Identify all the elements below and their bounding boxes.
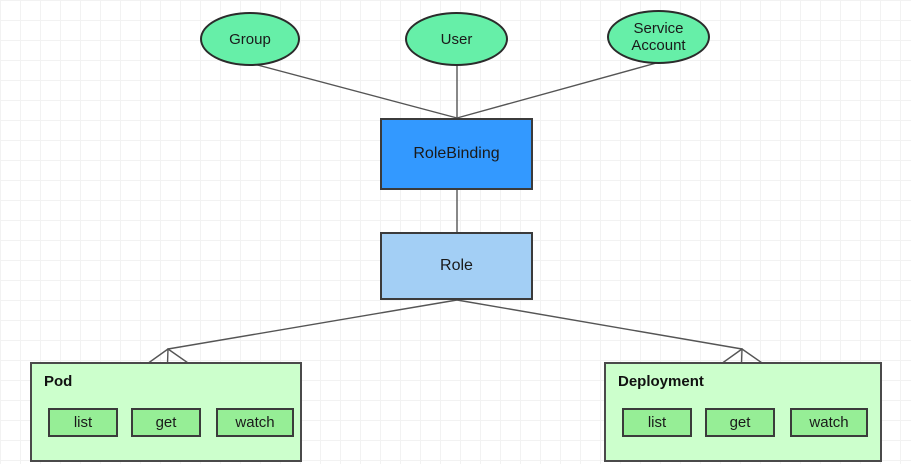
node-rolebinding[interactable]: RoleBinding [380,118,533,190]
verb-pod-get[interactable]: get [131,408,201,437]
verb-deployment-get-label: get [729,414,751,431]
verb-deployment-watch[interactable]: watch [790,408,868,437]
verb-pod-get-label: get [155,414,177,431]
node-user[interactable]: User [405,12,508,66]
node-rolebinding-label: RoleBinding [413,145,500,162]
node-role[interactable]: Role [380,232,533,300]
node-deployment-container[interactable]: Deployment list get watch [604,362,882,462]
verb-pod-list[interactable]: list [48,408,118,437]
node-group-label: Group [229,30,271,48]
node-role-label: Role [440,257,473,274]
node-service-account[interactable]: Service Account [607,10,710,64]
edge-group-rolebinding [249,62,458,119]
edge-serviceaccount-rolebinding [456,61,661,119]
verb-deployment-list[interactable]: list [622,408,692,437]
node-service-account-label: Service Account [631,20,686,54]
verb-deployment-watch-label: watch [809,414,849,431]
verb-deployment-list-label: list [647,414,667,431]
verb-pod-watch[interactable]: watch [216,408,294,437]
node-deployment-label: Deployment [618,373,704,390]
node-user-label: User [440,30,473,48]
edge-role-pod [167,299,458,350]
node-group[interactable]: Group [200,12,300,66]
verb-pod-list-label: list [73,414,93,431]
verb-deployment-get[interactable]: get [705,408,775,437]
verb-pod-watch-label: watch [235,414,275,431]
edge-role-deployment [456,299,743,350]
node-pod-label: Pod [44,373,73,390]
node-pod-container[interactable]: Pod list get watch [30,362,302,462]
